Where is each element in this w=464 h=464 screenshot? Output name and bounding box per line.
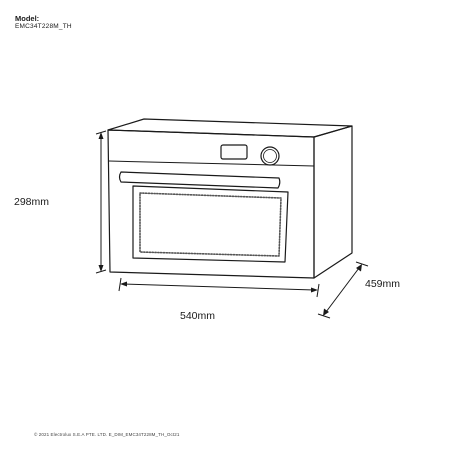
height-arrow-top [98, 132, 104, 139]
control-panel-divider [108, 160, 315, 167]
depth-label: 459mm [365, 278, 400, 290]
height-arrow-bottom [98, 265, 104, 272]
width-tick-left [118, 277, 122, 292]
oven-outline [107, 118, 353, 279]
depth-tick-top [355, 261, 369, 267]
copyright-footer: © 2021 Electrolux S.E.A PTE. LTD. E_DIM_… [34, 432, 180, 437]
depth-tick-bottom [317, 313, 331, 319]
height-tick-bottom [95, 269, 107, 274]
width-arrow-right [311, 287, 318, 293]
depth-dimension-line [325, 267, 360, 313]
model-info: Model: EMC34T228M_TH [15, 14, 72, 31]
depth-arrow-bottom [323, 308, 329, 316]
door-handle [118, 171, 281, 189]
dimension-lines [95, 130, 369, 319]
width-label: 540mm [180, 310, 215, 322]
height-tick-top [95, 130, 107, 135]
depth-arrow-top [356, 264, 362, 272]
width-arrow-left [120, 281, 127, 287]
model-number: EMC34T228M_TH [15, 23, 72, 31]
display-window [220, 144, 248, 160]
oven-right-side [313, 125, 353, 279]
oven-front-face [107, 129, 315, 279]
height-label: 298mm [14, 196, 49, 208]
model-label: Model: [15, 14, 40, 23]
door-window-frame [132, 185, 289, 263]
door-window-mesh [139, 192, 282, 257]
control-knob-inner [263, 149, 277, 163]
width-dimension-line [123, 283, 315, 291]
width-tick-right [316, 283, 320, 298]
